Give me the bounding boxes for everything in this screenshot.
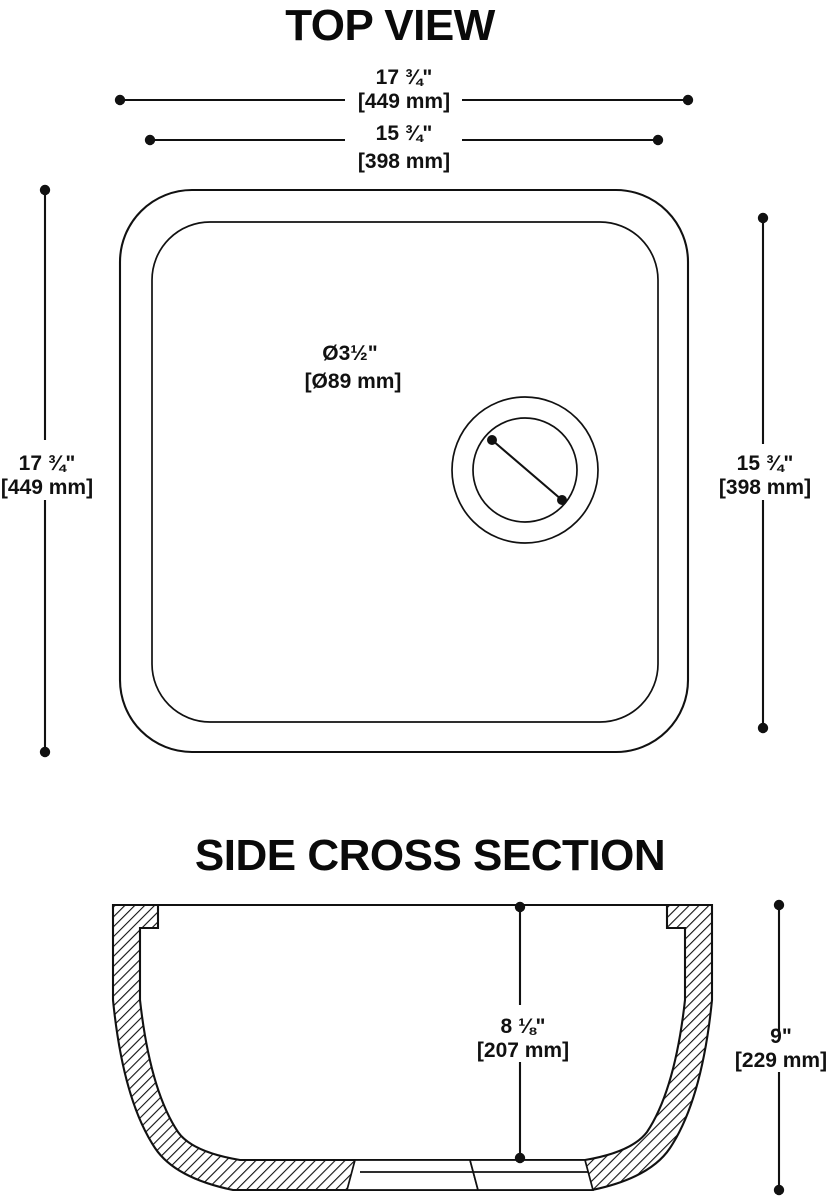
dim-label-metric: [Ø89 mm] bbox=[305, 370, 402, 393]
side-cross-section-title: SIDE CROSS SECTION bbox=[195, 831, 665, 880]
dim-endpoint-dot bbox=[487, 435, 497, 445]
dim-label-imperial: 8 ⅛" bbox=[501, 1015, 546, 1038]
drain-inner-circle bbox=[472, 417, 578, 523]
drain-recess-right bbox=[468, 1159, 595, 1191]
cross-section-profile bbox=[111, 903, 714, 1192]
dim-endpoint-dot bbox=[773, 1184, 785, 1196]
dim-label-imperial: 17 ¾" bbox=[19, 452, 76, 475]
dim-label-imperial: 17 ¾" bbox=[376, 66, 433, 89]
dim-endpoint-dot bbox=[557, 495, 567, 505]
dim-endpoint-dot bbox=[682, 94, 694, 106]
dimension-interior-depth: 8 ⅛" [207 mm] bbox=[477, 901, 569, 1164]
dim-label-metric: [229 mm] bbox=[735, 1049, 826, 1072]
dim-endpoint-dot bbox=[514, 901, 526, 913]
dim-endpoint-dot bbox=[757, 722, 769, 734]
dimension-inner-width: 15 ¾" [398 mm] bbox=[144, 122, 664, 173]
dim-label-metric: [449 mm] bbox=[358, 90, 450, 113]
drain-recess-left bbox=[345, 1159, 480, 1191]
top-view-title: TOP VIEW bbox=[285, 1, 496, 50]
dimension-inner-height: 15 ¾" [398 mm] bbox=[719, 212, 811, 734]
dim-label-imperial: Ø3½" bbox=[322, 342, 377, 365]
drain-outer-circle bbox=[451, 396, 599, 544]
dim-label-metric: [398 mm] bbox=[719, 476, 811, 499]
drain-diameter-line bbox=[491, 439, 563, 501]
dimension-overall-depth: 9" [229 mm] bbox=[735, 899, 826, 1196]
dim-endpoint-dot bbox=[39, 184, 51, 196]
dim-endpoint-dot bbox=[773, 899, 785, 911]
dim-label-metric: [449 mm] bbox=[1, 476, 93, 499]
dim-label-imperial: 9" bbox=[770, 1025, 792, 1048]
sink-inner-outline bbox=[151, 221, 659, 723]
dim-label-imperial: 15 ¾" bbox=[376, 122, 433, 145]
sink-outer-outline bbox=[118, 188, 690, 754]
dimension-overall-height: 17 ¾" [449 mm] bbox=[1, 184, 93, 758]
drain-assembly bbox=[451, 396, 599, 544]
dimension-overall-width: 17 ¾" [449 mm] bbox=[114, 66, 694, 113]
dim-endpoint-dot bbox=[514, 1152, 526, 1164]
dim-label-metric: [207 mm] bbox=[477, 1039, 569, 1062]
dim-label-metric: [398 mm] bbox=[358, 150, 450, 173]
dim-endpoint-dot bbox=[114, 94, 126, 106]
dim-endpoint-dot bbox=[39, 746, 51, 758]
dim-endpoint-dot bbox=[144, 134, 156, 146]
dimension-drain-diameter: Ø3½" [Ø89 mm] bbox=[305, 342, 402, 393]
top-view-sink-body bbox=[118, 188, 690, 754]
dim-label-imperial: 15 ¾" bbox=[737, 452, 794, 475]
dim-endpoint-dot bbox=[757, 212, 769, 224]
dim-endpoint-dot bbox=[652, 134, 664, 146]
